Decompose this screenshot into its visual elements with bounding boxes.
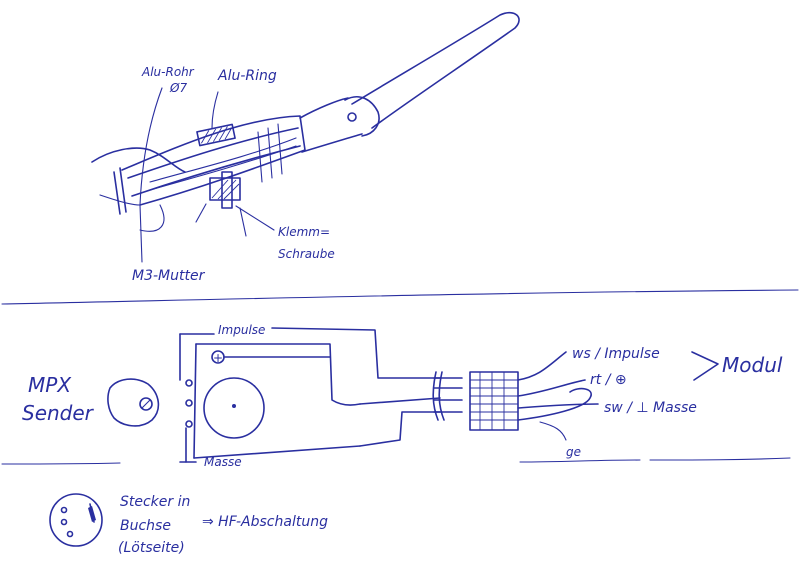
connector-pcb-outline [179, 327, 463, 463]
label-mpx: MPX [28, 373, 72, 397]
mpx-transmitter-socket [107, 378, 160, 427]
label-alu-rohr-diameter: Ø7 [169, 81, 187, 95]
label-stecker-in: Stecker in [120, 494, 190, 510]
label-alu-rohr: Alu-Rohr [141, 65, 195, 79]
label-sw-masse: sw / ⊥ Masse [604, 400, 697, 416]
label-ge: ge [566, 445, 581, 459]
label-impulse: Impulse [218, 323, 265, 337]
label-rt-plus: rt / ⊕ [590, 372, 627, 388]
divider-line [1, 289, 799, 305]
label-hf-abschaltung: ⇒ HF-Abschaltung [202, 514, 328, 530]
antenna-assembly-sketch [91, 11, 520, 263]
label-klemm: Klemm= [278, 225, 330, 239]
label-m3-mutter: M3-Mutter [132, 268, 206, 284]
label-sender: Sender [22, 401, 95, 425]
label-schraube: Schraube [278, 247, 335, 261]
label-alu-ring: Alu-Ring [217, 68, 277, 84]
plug-socket-icon [49, 493, 103, 547]
label-loetseite: (Lötseite) [118, 540, 185, 556]
label-buchse: Buchse [120, 518, 171, 534]
plus-symbol: + [213, 351, 223, 365]
label-modul: Modul [722, 353, 783, 377]
cable-connector-module [469, 351, 719, 441]
label-ws-impulse: ws / Impulse [572, 346, 660, 362]
label-masse: Masse [204, 455, 242, 469]
lower-divider-line [1, 462, 121, 465]
